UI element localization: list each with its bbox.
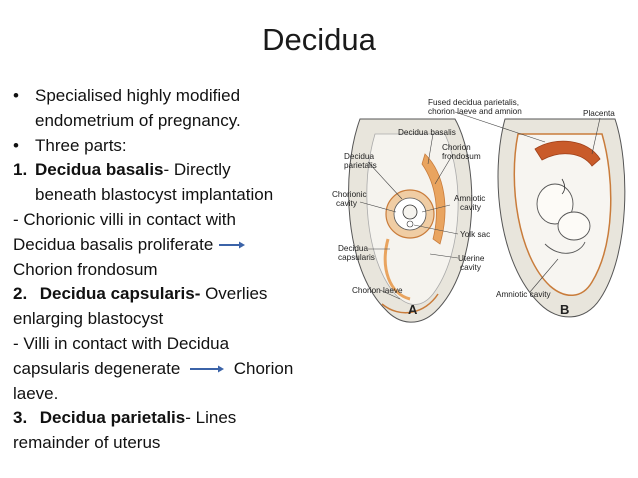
- note-text: capsularis degenerate: [13, 358, 181, 378]
- note-text: Chorion: [233, 358, 294, 378]
- label-frondosum: Chorion: [442, 143, 471, 152]
- label-amniotic-2: cavity: [460, 203, 481, 212]
- label-capsularis-2: capsularis: [338, 253, 375, 262]
- part-desc: Overlies: [200, 284, 268, 304]
- part-2: 2. Decidua capsularis- Overlies: [13, 282, 331, 307]
- part-3: 3. Decidua parietalis- Lines: [13, 406, 331, 431]
- label-uterine-2: cavity: [460, 263, 481, 272]
- label-a: A: [408, 302, 418, 317]
- bullet-item: • Specialised highly modified: [13, 84, 331, 109]
- bullet-icon: •: [13, 135, 19, 155]
- label-basalis: Decidua basalis: [398, 128, 456, 137]
- label-fused-2: chorion laeve and amnion: [428, 107, 522, 116]
- part-name: Decidua parietalis: [39, 408, 186, 428]
- part-desc: - Lines: [185, 408, 237, 428]
- part-1-note: - Chorionic villi in contact with: [13, 209, 236, 229]
- label-parietalis: Decidua: [344, 152, 375, 161]
- label-capsularis: Decidua: [338, 244, 369, 253]
- label-chorion-laeve: Chorion laeve: [352, 286, 403, 295]
- part-1-note: Decidua basalis proliferate: [13, 233, 331, 258]
- part-number: 3.: [13, 408, 28, 428]
- bullet-text: Three parts:: [35, 135, 127, 155]
- bullet-item: • Three parts:: [13, 134, 331, 159]
- label-parietalis-2: parietalis: [344, 161, 377, 170]
- part-1-note: Chorion frondosum: [13, 259, 158, 279]
- label-chorionic-2: cavity: [336, 199, 357, 208]
- note-text: Decidua basalis proliferate: [13, 234, 214, 254]
- part-desc: - Directly: [163, 160, 231, 180]
- part-2-note: - Villi in contact with Decidua: [13, 333, 230, 353]
- label-amniotic-cavity-b: Amniotic cavity: [496, 290, 551, 299]
- label-uterine: Uterine: [458, 254, 485, 263]
- arrow-right-icon: [190, 365, 225, 373]
- label-yolk-sac: Yolk sac: [460, 230, 491, 239]
- slide-body: • Specialised highly modified endometrium…: [13, 84, 331, 456]
- bullet-text-cont: endometrium of pregnancy.: [35, 110, 241, 130]
- part-2-desc-cont: enlarging blastocyst: [13, 309, 164, 329]
- part-2-note: capsularis degenerate Chorion: [13, 357, 331, 382]
- decidua-diagram: Fused decidua parietalis, chorion laeve …: [330, 94, 630, 344]
- uterus-a: [348, 118, 473, 323]
- part-name: Decidua basalis: [35, 160, 164, 180]
- label-amniotic: Amniotic: [454, 194, 486, 203]
- label-b: B: [560, 302, 570, 317]
- slide-title: Decidua: [262, 22, 376, 57]
- uterus-b: [497, 118, 626, 318]
- part-2-note: laeve.: [13, 383, 59, 403]
- label-chorionic: Chorionic: [332, 190, 367, 199]
- part-1: 1. Decidua basalis- Directly: [13, 158, 331, 183]
- part-number: 2.: [13, 284, 28, 304]
- part-1-desc-cont: beneath blastocyst implantation: [35, 185, 274, 205]
- part-number: 1.: [13, 160, 28, 180]
- part-name: Decidua capsularis-: [39, 284, 201, 304]
- label-fused: Fused decidua parietalis,: [428, 98, 520, 107]
- decidua-diagram-svg: [348, 111, 626, 323]
- bullet-icon: •: [13, 86, 19, 105]
- arrow-right-icon: [219, 241, 246, 249]
- part-3-desc-cont: remainder of uterus: [13, 433, 161, 453]
- bullet-text: Specialised highly modified: [35, 86, 241, 105]
- leader-lines: [359, 111, 601, 300]
- label-frondosum-2: frondosum: [442, 152, 481, 161]
- label-placenta: Placenta: [583, 109, 615, 118]
